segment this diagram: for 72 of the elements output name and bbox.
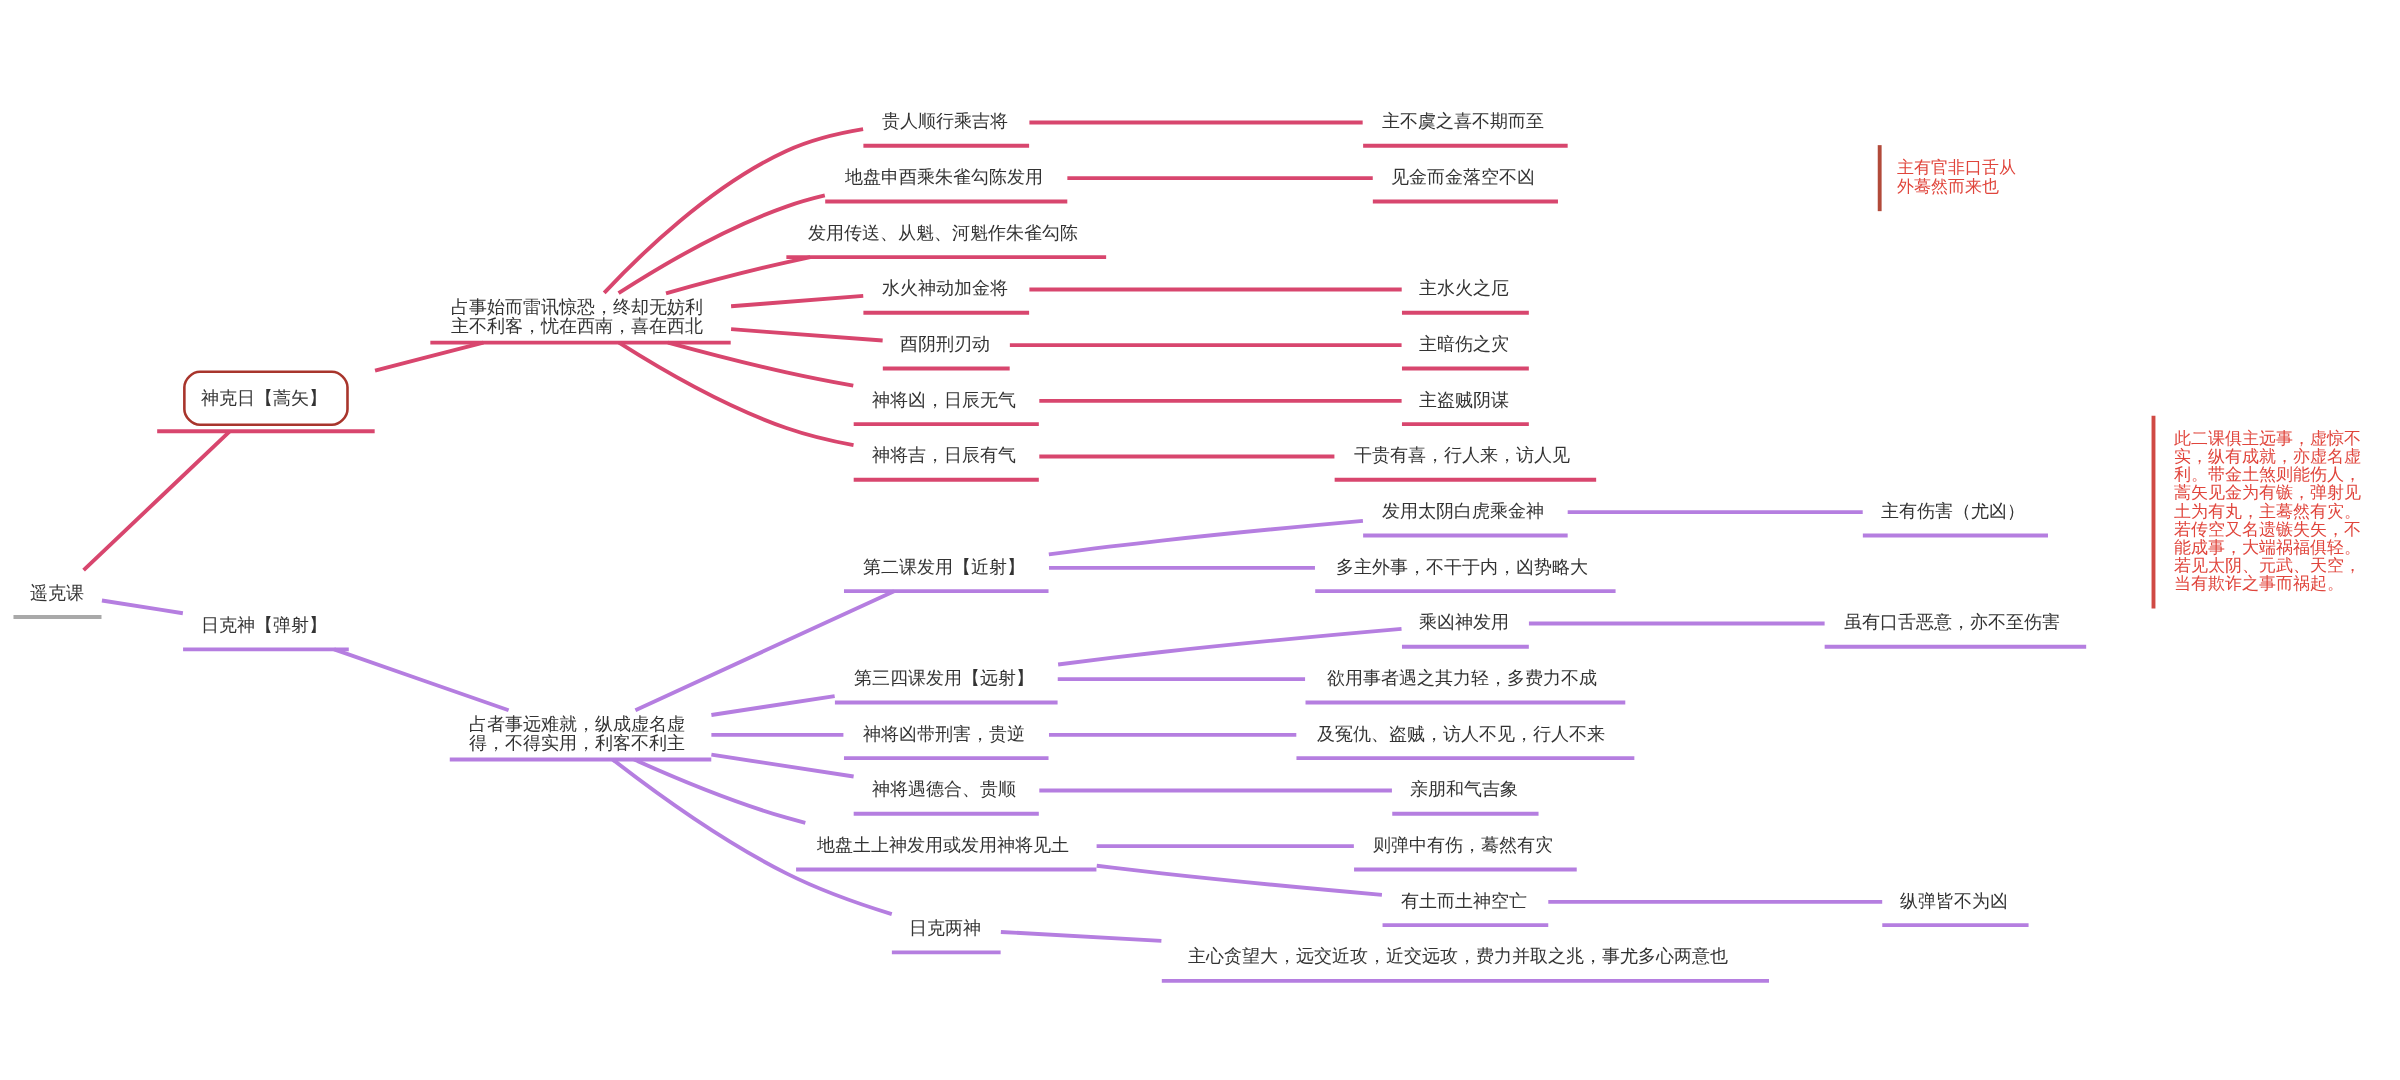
connector bbox=[634, 589, 895, 712]
connector bbox=[602, 127, 864, 295]
node-text: 亲朋和气吉象 bbox=[1409, 778, 1518, 800]
connector bbox=[730, 293, 864, 309]
connector bbox=[1000, 930, 1162, 943]
node-text: 第二课发用【近射】 bbox=[862, 555, 1025, 577]
node-text: 多主外事，不干于内，凶势略大 bbox=[1335, 555, 1588, 577]
label: 主有官非口舌从外蓦然而来也 bbox=[1897, 157, 2017, 196]
connector bbox=[1057, 677, 1306, 682]
node-text: 见金而金落空不凶 bbox=[1390, 165, 1535, 187]
connector bbox=[1067, 176, 1373, 181]
label: 此二课俱主远事，虚惊不实，纵有成就，亦虚名虚利。带金土煞则能伤人，蒿矢见金为有镞，弹射见土为有丸，主蓦然有灾。若传空又名遗镞失矢，不能成事，大端祸福俱轻。若见太阴、元武、天空，当有欺诈之事而祸起。 bbox=[2173, 428, 2361, 594]
node-text: 日克两神 bbox=[908, 916, 981, 938]
node-text: 水火神动加金将 bbox=[881, 277, 1008, 299]
node-text: 发用太阴白虎乘金神 bbox=[1381, 499, 1544, 521]
node-text: 占事始而雷讯惊恐，终却无妨利主不利客，忧在西南，喜在西北 bbox=[451, 296, 704, 337]
connector bbox=[1096, 844, 1354, 849]
connector bbox=[101, 598, 184, 616]
connector bbox=[1029, 120, 1363, 125]
node-text: 有土而土神空亡 bbox=[1400, 889, 1527, 911]
node-text: 主暗伤之灾 bbox=[1418, 332, 1509, 354]
connector bbox=[711, 732, 844, 737]
node-text: 贵人顺行乘吉将 bbox=[881, 110, 1008, 132]
node-text: 乘凶神发用 bbox=[1418, 611, 1509, 633]
connector bbox=[711, 694, 835, 717]
connector bbox=[1039, 398, 1402, 403]
node-text: 第三四课发用【远射】 bbox=[853, 666, 1034, 688]
node-text: 神将吉，日辰有气 bbox=[871, 444, 1016, 466]
node-text: 及冤仇、盗贼，访人不见，行人不来 bbox=[1317, 722, 1606, 744]
node-text: 酉阴刑刃动 bbox=[899, 332, 990, 354]
node-text: 干贵有喜，行人来，访人见 bbox=[1354, 444, 1571, 466]
connector bbox=[1096, 863, 1383, 897]
connector bbox=[1057, 626, 1402, 667]
connector bbox=[1567, 510, 1863, 515]
node-text: 占者事远难就，纵成虚名虚得，不得实用，利客不利主 bbox=[469, 712, 686, 754]
node-text: 地盘土上神发用或发用神将见土 bbox=[816, 833, 1069, 855]
connector bbox=[1528, 621, 1825, 626]
connector bbox=[711, 752, 854, 779]
connector bbox=[667, 340, 854, 388]
connector bbox=[333, 647, 510, 713]
node-text: 主水火之厄 bbox=[1418, 277, 1509, 299]
node-text: 发用传送、从魁、河魁作朱雀勾陈 bbox=[807, 221, 1078, 243]
node-text: 则弹中有伤，蓦然有灾 bbox=[1372, 833, 1553, 855]
node-text: 地盘申酉乘朱雀勾陈发用 bbox=[844, 165, 1043, 187]
connector bbox=[633, 757, 806, 825]
connector bbox=[1048, 518, 1364, 557]
connector bbox=[1548, 899, 1883, 904]
connector bbox=[617, 341, 854, 448]
node-text: 欲用事者遇之其力轻，多费力不成 bbox=[1326, 666, 1597, 688]
node-text: 虽有口舌恶意，亦不至伤害 bbox=[1844, 611, 2061, 633]
connector bbox=[1039, 454, 1335, 459]
node-text: 神将凶带刑害，贵逆 bbox=[862, 722, 1025, 744]
connector bbox=[82, 429, 232, 572]
connector bbox=[1029, 287, 1402, 292]
connector bbox=[665, 255, 811, 296]
node-text: 纵弹皆不为凶 bbox=[1899, 889, 2008, 911]
connector bbox=[1039, 788, 1392, 793]
connector bbox=[1009, 343, 1402, 348]
node-text: 遥克课 bbox=[29, 581, 84, 603]
connector bbox=[730, 327, 883, 343]
node-text: 主不虞之喜不期而至 bbox=[1381, 110, 1544, 132]
connector bbox=[1049, 732, 1297, 737]
node-text: 主心贪望大，远交近攻，近交远攻，费力并取之兆，事尤多心两意也 bbox=[1188, 945, 1729, 967]
node-text: 主有伤害（尤凶） bbox=[1880, 499, 2025, 521]
node-text: 神将遇德合、贵顺 bbox=[871, 778, 1016, 800]
connector bbox=[611, 758, 893, 916]
connector bbox=[617, 193, 826, 295]
node-text: 日克神【弹射】 bbox=[201, 613, 328, 635]
node-text: 主盗贼阴谋 bbox=[1418, 388, 1509, 410]
connector bbox=[1049, 565, 1315, 570]
node-text: 神将凶，日辰无气 bbox=[871, 388, 1016, 410]
connector bbox=[374, 340, 484, 373]
